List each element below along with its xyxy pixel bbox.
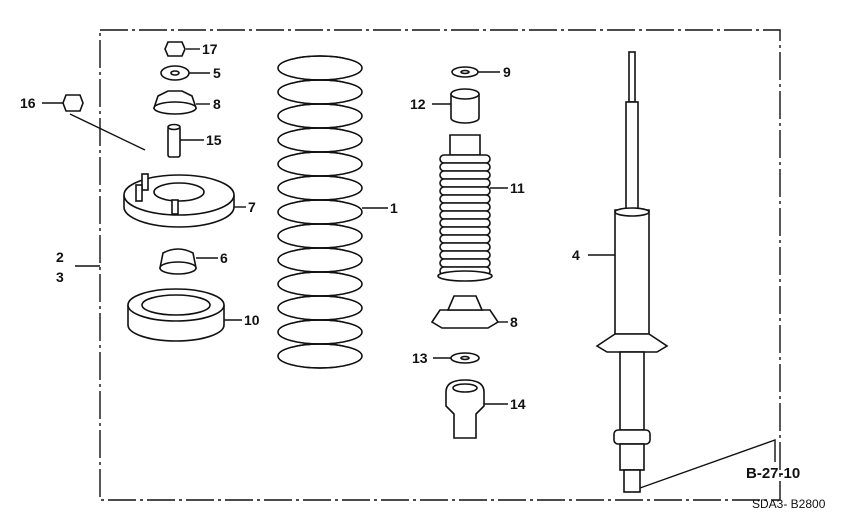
boot-fold	[439, 194, 491, 204]
callout-4: 4	[572, 247, 580, 263]
boot-fold	[439, 258, 491, 268]
callout-12: 12	[410, 96, 426, 112]
drawing-code: SDA3- B2800	[752, 497, 826, 511]
callout-16: 16	[20, 95, 36, 111]
spring-coil	[277, 271, 363, 297]
nut-part-16	[42, 94, 146, 151]
callout-8-top: 8	[213, 96, 221, 112]
nut-part-17	[164, 41, 200, 57]
boot-fold	[439, 186, 491, 196]
callout-8: 8	[510, 314, 518, 330]
callout-2: 2	[56, 249, 64, 265]
spring-coil	[277, 175, 363, 201]
bushing-part-6	[159, 248, 218, 275]
boot-fold	[439, 170, 491, 180]
boot-fold	[439, 242, 491, 252]
callout-11: 11	[510, 180, 525, 196]
collar-part-15	[167, 123, 204, 158]
boot-base	[437, 270, 493, 282]
washer-part-5	[160, 65, 210, 81]
boot-fold	[439, 226, 491, 236]
spring-coil	[277, 247, 363, 273]
spring-coil	[277, 319, 363, 345]
reference-leader	[639, 439, 776, 489]
bump-cap-part-12	[432, 88, 480, 124]
spring-coil	[277, 55, 363, 81]
spring-coil	[277, 223, 363, 249]
diagram-frame	[99, 29, 781, 501]
callout-10: 10	[244, 312, 260, 328]
callout-6: 6	[220, 250, 228, 266]
boot-fold	[439, 202, 491, 212]
callout-15: 15	[206, 132, 222, 148]
callout-5: 5	[213, 65, 221, 81]
callout-1: 1	[390, 200, 398, 216]
boot-top	[449, 134, 481, 156]
spring-coil	[277, 199, 363, 225]
dust-boot-part-11	[437, 134, 493, 282]
boot-fold	[439, 210, 491, 220]
spring-coil	[277, 103, 363, 129]
callout-3: 3	[56, 269, 64, 285]
coil-spring-part-1	[277, 55, 363, 369]
reference-code[interactable]: B-27-10	[746, 465, 800, 482]
callout-13: 13	[412, 350, 428, 366]
spring-coil	[277, 79, 363, 105]
mount-base-part-7	[123, 173, 246, 228]
washer-part-13	[433, 352, 480, 364]
bushing-part-8-top	[152, 90, 210, 115]
callout-17: 17	[202, 41, 218, 57]
spring-coil	[277, 343, 363, 369]
spring-coil	[277, 151, 363, 177]
boot-fold	[439, 178, 491, 188]
callout-7: 7	[248, 199, 256, 215]
boot-fold	[439, 234, 491, 244]
rubber-seat-part-10	[127, 288, 242, 342]
spring-coil	[277, 295, 363, 321]
boot-fold	[439, 162, 491, 172]
washer-part-9	[451, 66, 500, 78]
boot-fold	[439, 218, 491, 228]
boot-fold	[439, 250, 491, 260]
spring-coil	[277, 127, 363, 153]
bump-stop-part-14	[445, 379, 508, 439]
callout-14: 14	[510, 396, 526, 412]
callout-9: 9	[503, 64, 511, 80]
spring-seat-part-8	[430, 295, 508, 329]
shock-absorber-part-4	[588, 51, 669, 493]
boot-fold	[439, 154, 491, 164]
